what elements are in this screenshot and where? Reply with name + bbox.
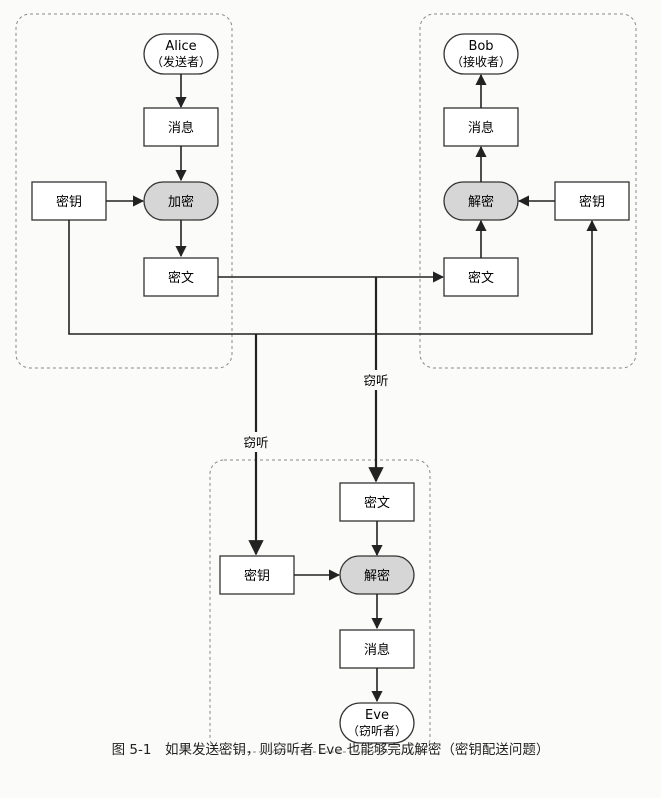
svg-text:密文: 密文 xyxy=(168,270,194,286)
eavesdrop-label-ciphertext: 窃听 xyxy=(363,373,388,388)
bob-key-box: 密钥 xyxy=(554,181,630,221)
eve-name: Eve xyxy=(365,708,389,723)
svg-text:解密: 解密 xyxy=(364,568,390,584)
figure-caption: 图 5-1 如果发送密钥，则窃听者 Eve 也能够完成解密（密钥配送问题） xyxy=(111,742,550,758)
arrow-key-to-bob xyxy=(68,219,598,335)
svg-text:密钥: 密钥 xyxy=(244,568,270,584)
eve-role: （窃听者） xyxy=(347,723,407,738)
eve-node: Eve （窃听者） xyxy=(339,702,415,744)
alice-role: （发送者） xyxy=(151,54,211,69)
eve-ciphertext-box: 密文 xyxy=(339,482,415,522)
svg-text:密文: 密文 xyxy=(468,270,494,286)
svg-text:密钥: 密钥 xyxy=(56,194,82,210)
alice-key-box: 密钥 xyxy=(31,181,107,221)
svg-text:消息: 消息 xyxy=(168,120,194,136)
bob-name: Bob xyxy=(468,39,493,54)
alice-group-box xyxy=(15,13,233,369)
alice-message-box: 消息 xyxy=(143,107,219,147)
svg-text:加密: 加密 xyxy=(168,194,194,210)
svg-text:密文: 密文 xyxy=(364,495,390,511)
encrypt-node: 加密 xyxy=(143,181,219,221)
bob-ciphertext-box: 密文 xyxy=(443,257,519,297)
bob-role: （接收者） xyxy=(451,54,511,69)
bob-group-box xyxy=(419,13,637,369)
alice-node: Alice （发送者） xyxy=(143,33,219,75)
eve-message-box: 消息 xyxy=(339,629,415,669)
eve-group-box xyxy=(209,459,431,753)
bob-message-box: 消息 xyxy=(443,107,519,147)
bob-node: Bob （接收者） xyxy=(443,33,519,75)
svg-text:消息: 消息 xyxy=(468,120,494,136)
alice-name: Alice xyxy=(165,39,196,54)
eve-decrypt-node: 解密 xyxy=(339,555,415,595)
svg-text:消息: 消息 xyxy=(364,642,390,658)
bob-decrypt-node: 解密 xyxy=(443,181,519,221)
svg-text:密钥: 密钥 xyxy=(579,194,605,210)
eavesdrop-label-key: 窃听 xyxy=(243,435,268,450)
svg-text:解密: 解密 xyxy=(468,194,494,210)
eve-key-box: 密钥 xyxy=(219,555,295,595)
alice-ciphertext-box: 密文 xyxy=(143,257,219,297)
